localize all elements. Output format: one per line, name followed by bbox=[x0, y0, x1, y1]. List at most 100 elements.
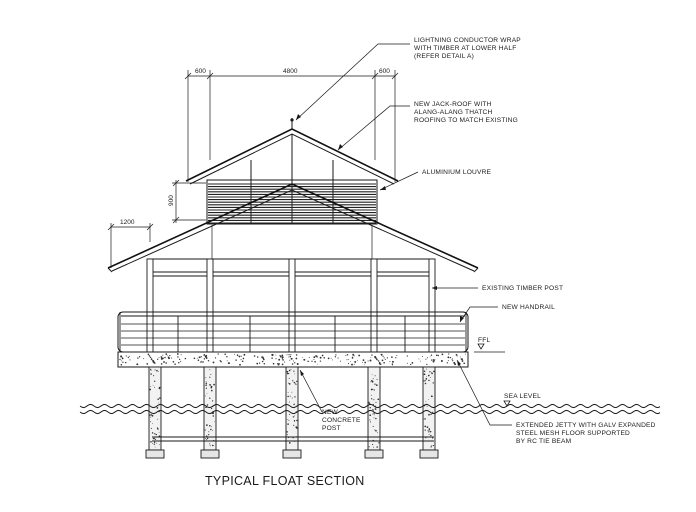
hatch-dot bbox=[423, 380, 425, 382]
hatch-dot bbox=[178, 358, 181, 361]
hatch-dot bbox=[157, 358, 159, 360]
hatch-dot bbox=[162, 357, 164, 360]
hatch-dot bbox=[367, 360, 369, 362]
hatch-dot bbox=[373, 399, 375, 401]
dim-span: 4800 bbox=[283, 68, 298, 75]
hatch-dot bbox=[424, 425, 427, 428]
post-footing bbox=[145, 449, 165, 459]
sea-level-label: SEA LEVEL bbox=[504, 393, 541, 400]
hatch-dot bbox=[332, 359, 333, 361]
hatch-dot bbox=[212, 415, 215, 417]
hatch-dot bbox=[149, 355, 151, 357]
hatch-dot bbox=[447, 360, 449, 362]
hatch-dot bbox=[426, 357, 428, 359]
hatch-dot bbox=[374, 375, 376, 377]
hatch-dot bbox=[430, 354, 433, 356]
hatch-dot bbox=[423, 418, 425, 420]
hatch-dot bbox=[362, 359, 365, 361]
hatch-dot bbox=[205, 384, 207, 386]
hatch-dot bbox=[373, 446, 374, 448]
hatch-dot bbox=[291, 391, 293, 393]
hatch-dot bbox=[212, 361, 215, 364]
hatch-dot bbox=[374, 429, 376, 431]
handrail-posts bbox=[177, 316, 406, 352]
hatch-dot bbox=[386, 357, 389, 359]
hatch-dot bbox=[143, 358, 145, 360]
hatch-dot bbox=[292, 360, 294, 362]
hatch-dot bbox=[160, 363, 163, 365]
hatch-dot bbox=[120, 364, 123, 366]
hatch-dot bbox=[241, 360, 244, 362]
hatch-dot bbox=[292, 380, 294, 382]
hatch-dot bbox=[158, 402, 160, 404]
hatch-dot bbox=[431, 371, 433, 373]
hatch-dot bbox=[119, 358, 121, 361]
jack-roof-height-dimension: 900 bbox=[168, 179, 206, 224]
hatch-dot bbox=[243, 353, 246, 356]
hatch-dot bbox=[430, 413, 432, 416]
hatch-dot bbox=[166, 355, 168, 357]
hatch-dot bbox=[147, 363, 149, 365]
hatch-dot bbox=[435, 354, 438, 357]
hatch-dot bbox=[200, 360, 202, 362]
hatch-dot bbox=[426, 368, 428, 370]
hatch-dot bbox=[447, 356, 450, 359]
drawing-title: TYPICAL FLOAT SECTION bbox=[205, 474, 365, 488]
hatch-dot bbox=[352, 353, 355, 356]
hatch-dot bbox=[156, 442, 157, 444]
hatch-dot bbox=[428, 429, 431, 431]
hatch-dot bbox=[174, 363, 176, 365]
hatch-dot bbox=[206, 435, 208, 437]
hatch-dot bbox=[423, 373, 426, 376]
hatch-dot bbox=[426, 363, 428, 366]
hatch-dot bbox=[425, 378, 428, 380]
hatch-dot bbox=[156, 407, 159, 409]
hatch-dot bbox=[294, 382, 296, 384]
post-footing bbox=[364, 449, 384, 459]
hatch-dot bbox=[150, 373, 152, 375]
hatch-dot bbox=[149, 388, 152, 391]
hatch-dot bbox=[288, 354, 290, 356]
hatch-dot bbox=[154, 433, 156, 435]
hatch-dot bbox=[354, 360, 357, 363]
hatch-dot bbox=[205, 377, 207, 379]
hatch-dot bbox=[150, 369, 152, 371]
hatch-dot bbox=[432, 360, 435, 363]
hatch-dot bbox=[432, 411, 434, 414]
hatch-dot bbox=[391, 356, 393, 358]
hatch-dot bbox=[315, 355, 317, 357]
hatch-dot bbox=[209, 384, 211, 386]
hatch-dot bbox=[291, 358, 293, 360]
hatch-dot bbox=[353, 363, 355, 365]
hatch-dot bbox=[374, 356, 377, 359]
hatch-dot bbox=[150, 427, 152, 429]
hatch-dot bbox=[316, 363, 318, 365]
hatch-dot bbox=[150, 368, 152, 371]
hatch-dot bbox=[272, 362, 275, 365]
hatch-dot bbox=[256, 362, 259, 365]
hatch-dot bbox=[288, 401, 291, 403]
lower-eave-dimension: 1200 bbox=[107, 219, 154, 268]
hatch-dot bbox=[282, 359, 284, 361]
hatch-dot bbox=[158, 357, 160, 359]
hatch-dot bbox=[278, 363, 280, 364]
hatch-dot bbox=[217, 353, 219, 355]
hatch-dot bbox=[240, 355, 242, 357]
hatch-dot bbox=[429, 356, 431, 358]
hatch-dot bbox=[219, 360, 222, 362]
hatch-dot bbox=[256, 356, 259, 358]
hatch-dot bbox=[368, 446, 370, 448]
hatch-dot bbox=[206, 424, 208, 426]
jack-roof bbox=[185, 118, 399, 225]
hatch-dot bbox=[165, 362, 167, 364]
hatch-dot bbox=[289, 395, 291, 397]
hatch-dot bbox=[198, 356, 200, 358]
hatch-dot bbox=[200, 356, 202, 358]
annotation-louvre: ALUMINIUM LOUVRE bbox=[422, 169, 492, 176]
hatch-dot bbox=[391, 360, 394, 363]
post-shaft bbox=[148, 366, 162, 451]
hatch-dot bbox=[373, 389, 375, 391]
svg-text:ALUMINIUM LOUVRE: ALUMINIUM LOUVRE bbox=[422, 169, 492, 176]
hatch-dot bbox=[197, 359, 200, 361]
